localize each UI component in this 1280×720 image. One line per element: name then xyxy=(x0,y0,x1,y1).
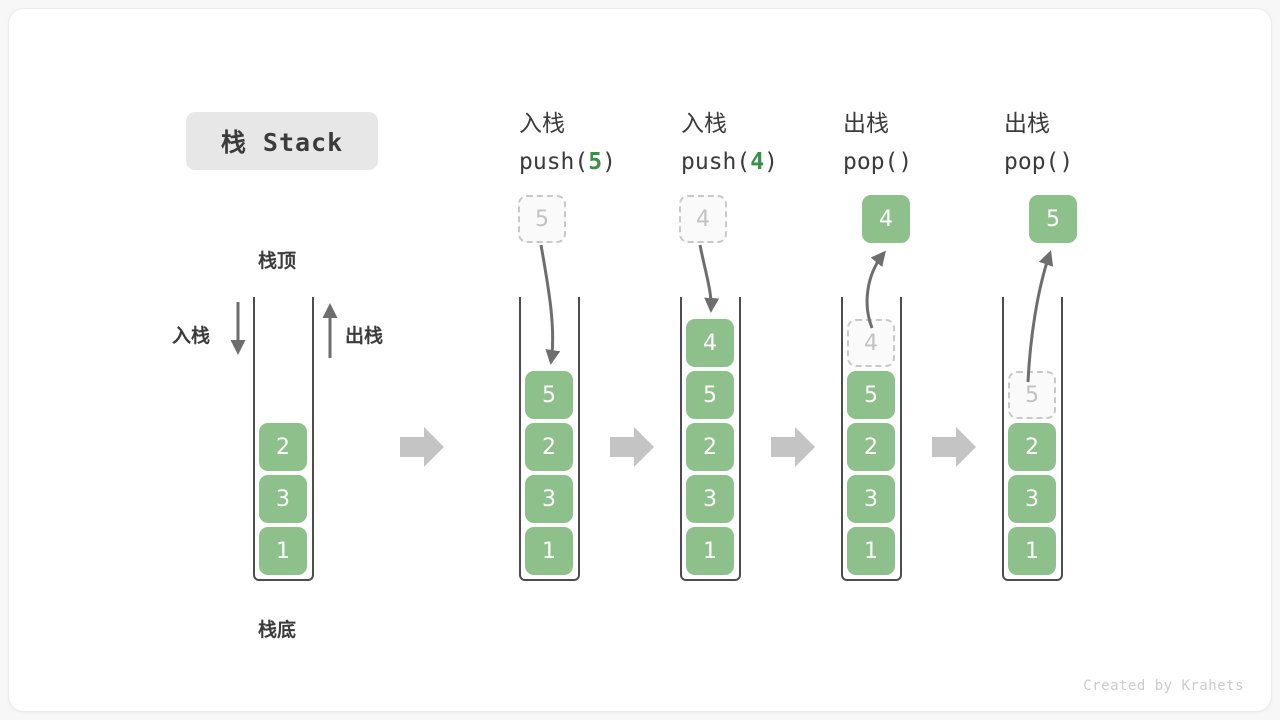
stack-cell: 5 xyxy=(525,371,573,419)
stack-bottom-label: 栈底 xyxy=(258,619,297,641)
incoming-element: 4 xyxy=(679,195,727,243)
stack-cell: 3 xyxy=(686,475,734,523)
stack-cell: 2 xyxy=(525,423,573,471)
stack-cell: 2 xyxy=(1008,423,1056,471)
incoming-element: 5 xyxy=(518,195,566,243)
operation-code-pre: pop( xyxy=(1004,149,1060,175)
stack-tube-initial xyxy=(253,297,314,581)
outgoing-element: 4 xyxy=(862,195,910,243)
stack-cell: 4 xyxy=(686,319,734,367)
operation-code-post: ) xyxy=(764,149,778,175)
operation-cjk: 入栈 xyxy=(681,111,727,137)
operation-code-pre: pop( xyxy=(843,149,899,175)
stack-cell: 5 xyxy=(847,371,895,419)
stack-tube-push-5 xyxy=(519,297,580,581)
stack-top-label: 栈顶 xyxy=(258,250,297,272)
operation-code-arg: 4 xyxy=(750,149,765,175)
stack-cell: 2 xyxy=(686,423,734,471)
operation-code-post: ) xyxy=(1059,149,1074,175)
stack-cell: 1 xyxy=(525,527,573,575)
popped-ghost-element: 4 xyxy=(847,319,895,367)
stack-cell: 3 xyxy=(847,475,895,523)
stack-tube-push-4 xyxy=(680,297,741,581)
stack-cell: 1 xyxy=(686,527,734,575)
stack-cell: 1 xyxy=(1008,527,1056,575)
operation-code-pre: push( xyxy=(681,149,751,175)
operation-code-pre: push( xyxy=(519,149,589,175)
popped-ghost-element: 5 xyxy=(1008,371,1056,419)
operation-label-pop-4: 出栈 pop() xyxy=(843,105,912,181)
stack-cell: 2 xyxy=(259,423,307,471)
operation-code-post: ) xyxy=(898,149,913,175)
operation-label-push-4: 入栈 push(4) xyxy=(681,105,778,181)
watermark: Created by Krahets xyxy=(1083,678,1244,694)
push-direction-label: 入栈 xyxy=(172,325,211,347)
stack-tube-pop-4 xyxy=(841,297,902,581)
stack-cell: 3 xyxy=(525,475,573,523)
operation-code-post: ) xyxy=(602,149,616,175)
operation-label-push-5: 入栈 push(5) xyxy=(519,105,616,181)
operation-label-pop-5: 出栈 pop() xyxy=(1004,105,1073,181)
operation-code-arg: 5 xyxy=(588,149,603,175)
operation-cjk: 出栈 xyxy=(843,111,889,137)
pop-direction-label: 出栈 xyxy=(345,325,384,347)
stack-cell: 1 xyxy=(259,527,307,575)
stack-tube-pop-5 xyxy=(1002,297,1063,581)
stack-cell: 2 xyxy=(847,423,895,471)
operation-cjk: 出栈 xyxy=(1004,111,1050,137)
stack-cell: 3 xyxy=(1008,475,1056,523)
operation-cjk: 入栈 xyxy=(519,111,565,137)
stack-cell: 3 xyxy=(259,475,307,523)
outgoing-element: 5 xyxy=(1029,195,1077,243)
diagram-title: 栈 Stack xyxy=(186,112,378,170)
stack-cell: 5 xyxy=(686,371,734,419)
stack-cell: 1 xyxy=(847,527,895,575)
